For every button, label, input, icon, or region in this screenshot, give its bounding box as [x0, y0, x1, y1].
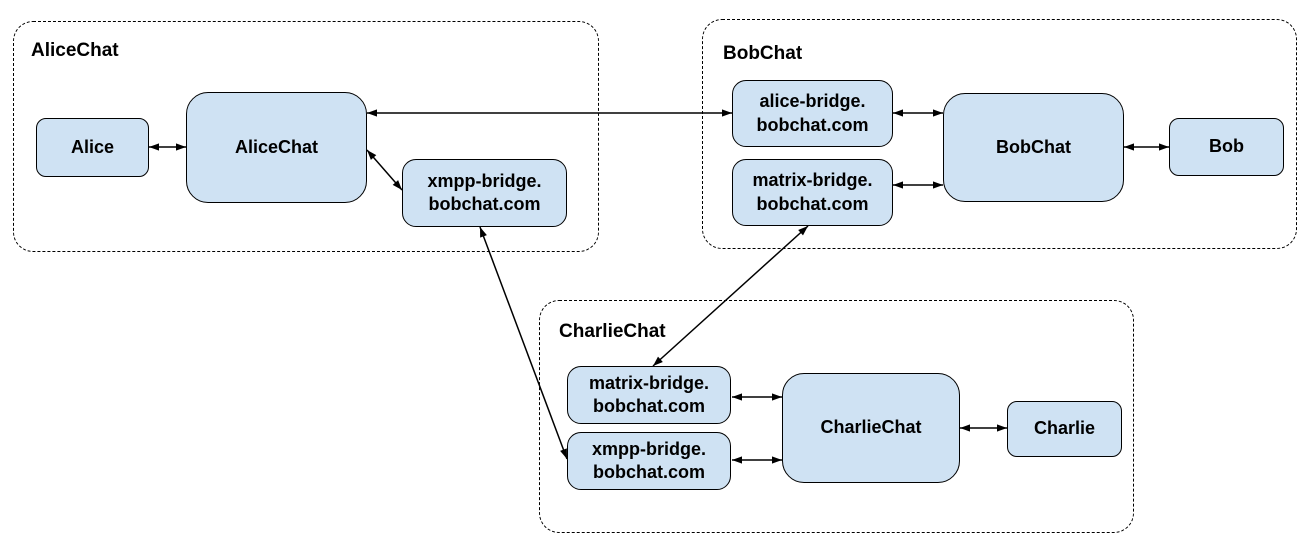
node-charliechat-matrix-bridge: matrix-bridge. bobchat.com [567, 366, 731, 424]
group-label-bobchat: BobChat [723, 43, 803, 64]
node-charliechat-xmpp-bridge: xmpp-bridge. bobchat.com [567, 432, 731, 490]
node-charliechat-server: CharlieChat [782, 373, 960, 483]
node-bobchat-server: BobChat [943, 93, 1124, 202]
node-bobchat-matrix-bridge: matrix-bridge. bobchat.com [732, 159, 893, 226]
group-label-charliechat: CharlieChat [559, 321, 666, 342]
node-bob: Bob [1169, 118, 1284, 176]
node-charlie: Charlie [1007, 401, 1122, 457]
node-alice: Alice [36, 118, 149, 177]
group-label-alicechat: AliceChat [31, 40, 119, 61]
node-bobchat-alice-bridge: alice-bridge. bobchat.com [732, 80, 893, 147]
node-alicechat-server: AliceChat [186, 92, 367, 203]
group-alicechat-network: AliceChat [13, 21, 599, 252]
node-alicechat-xmpp-bridge: xmpp-bridge. bobchat.com [402, 159, 567, 227]
group-bobchat-network: BobChat [702, 19, 1297, 249]
